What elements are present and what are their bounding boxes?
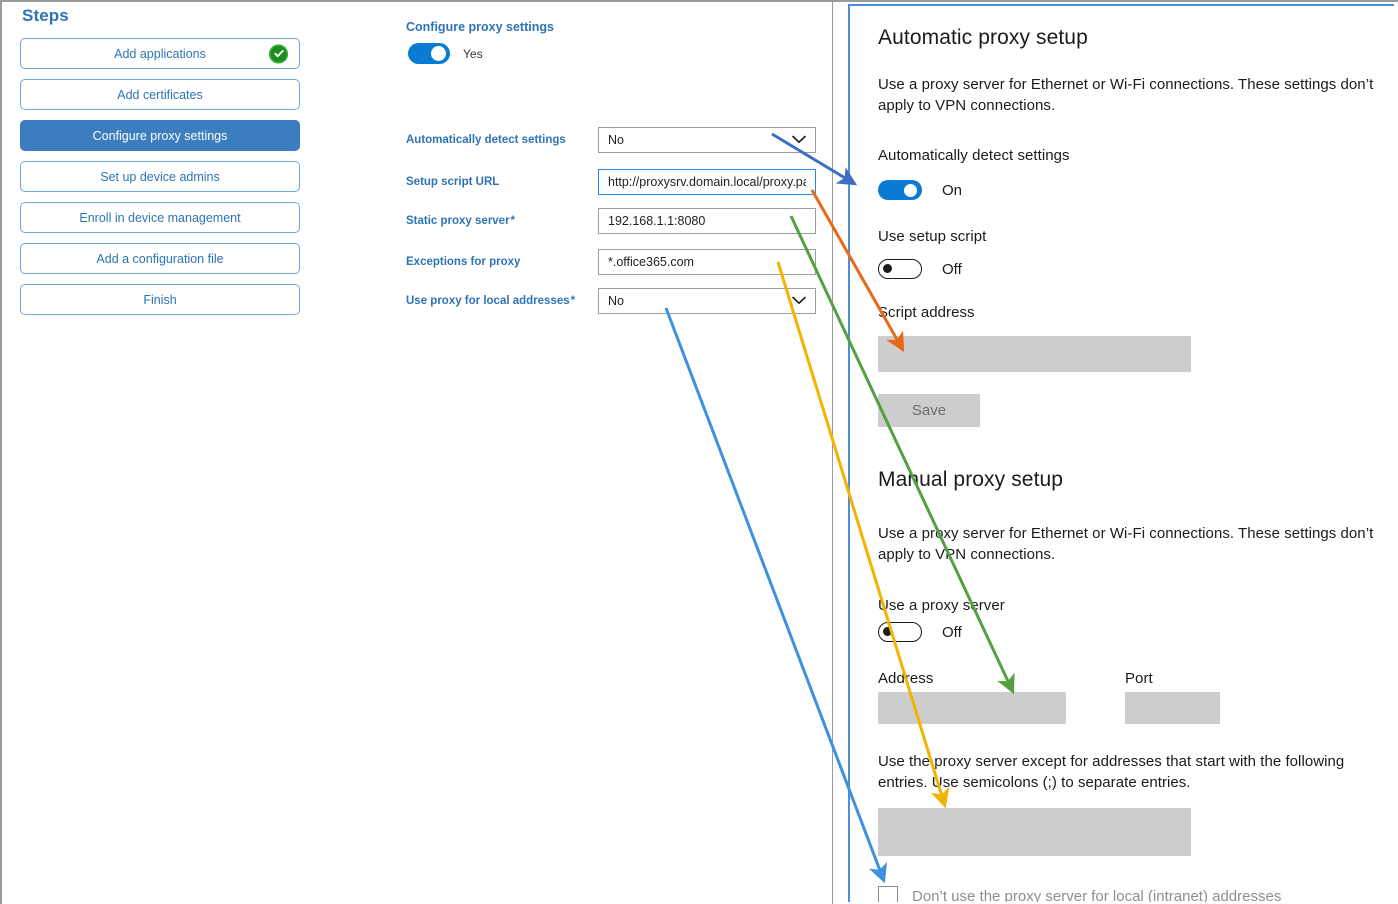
step-item-enroll-in-device-management[interactable]: Enroll in device management [20, 202, 300, 233]
step-label: Configure proxy settings [92, 128, 228, 143]
exceptions-help-text: Use the proxy server except for addresse… [878, 753, 1345, 791]
checkbox-label-bypass-local: Don’t use the proxy server for local (in… [912, 887, 1282, 903]
step-label: Finish [143, 292, 177, 307]
select-value: No [608, 133, 624, 147]
input-value: http://proxysrv.domain.local/proxy.pa [608, 175, 806, 189]
field-row-static-proxy-server: Static proxy server * 192.168.1.1:8080 [406, 208, 816, 234]
field-label: Setup script URL [406, 175, 598, 189]
input-exceptions-for-proxy[interactable]: *.office365.com [598, 249, 816, 275]
automatic-proxy-setup-heading: Automatic proxy setup [878, 26, 1088, 49]
form-heading: Configure proxy settings [406, 20, 554, 34]
field-label-text: Exceptions for proxy [406, 256, 521, 268]
input-port[interactable] [1125, 692, 1220, 724]
chevron-down-icon [792, 294, 806, 308]
toggle-use-a-proxy-server[interactable] [878, 622, 922, 642]
manual-proxy-setup-description: Use a proxy server for Ethernet or Wi-Fi… [878, 525, 1374, 563]
step-item-add-certificates[interactable]: Add certificates [20, 79, 300, 110]
select-automatically-detect-settings[interactable]: No [598, 127, 816, 153]
toggle-value-use-setup-script: Off [942, 260, 962, 278]
step-item-add-a-configuration-file[interactable]: Add a configuration file [20, 243, 300, 274]
input-value: 192.168.1.1:8080 [608, 214, 706, 228]
field-label: Exceptions for proxy [406, 255, 598, 269]
select-use-proxy-for-local-addresses[interactable]: No [598, 288, 816, 314]
step-label: Add certificates [117, 87, 203, 102]
label-automatically-detect-settings: Automatically detect settings [878, 147, 1070, 164]
label-use-setup-script: Use setup script [878, 228, 987, 245]
toggle-row-automatically-detect-settings: On [878, 180, 962, 200]
input-static-proxy-server[interactable]: 192.168.1.1:8080 [598, 208, 816, 234]
checkbox-bypass-local[interactable] [878, 886, 898, 902]
step-label: Enroll in device management [79, 210, 241, 225]
input-value: *.office365.com [608, 255, 694, 269]
label-use-a-proxy-server: Use a proxy server [878, 597, 1005, 614]
step-item-configure-proxy-settings[interactable]: Configure proxy settings [20, 120, 300, 151]
toggle-automatically-detect-settings[interactable] [878, 180, 922, 200]
input-proxy-exceptions[interactable] [878, 808, 1191, 856]
automatic-proxy-setup-description: Use a proxy server for Ethernet or Wi-Fi… [878, 76, 1374, 114]
toggle-value-use-a-proxy-server: Off [942, 623, 962, 641]
field-row-automatically-detect-settings: Automatically detect settings No [406, 127, 816, 153]
step-label: Set up device admins [100, 169, 220, 184]
field-row-setup-script-url: Setup script URL http://proxysrv.domain.… [406, 169, 816, 195]
field-row-use-proxy-for-local-addresses: Use proxy for local addresses * No [406, 288, 816, 314]
label-address: Address [878, 670, 934, 687]
step-item-set-up-device-admins[interactable]: Set up device admins [20, 161, 300, 192]
toggle-value-automatically-detect-settings: On [942, 181, 963, 199]
manual-proxy-setup-heading: Manual proxy setup [878, 468, 1064, 491]
configure-proxy-toggle-row: Yes [408, 43, 483, 64]
input-script-address[interactable] [878, 336, 1191, 372]
document-top-rule [0, 0, 1398, 2]
check-circle-icon [269, 44, 288, 63]
select-value: No [608, 294, 624, 308]
chevron-down-icon [792, 133, 806, 147]
input-address[interactable] [878, 692, 1066, 724]
toggle-row-use-a-proxy-server: Off [878, 622, 962, 642]
step-label: Add applications [114, 46, 206, 61]
toggle-use-setup-script[interactable] [878, 259, 922, 279]
required-asterisk: * [509, 215, 515, 227]
windows-proxy-settings-pane: Automatic proxy setup Use a proxy server… [848, 4, 1394, 902]
vertical-divider [832, 0, 833, 904]
required-asterisk: * [569, 295, 576, 307]
input-setup-script-url[interactable]: http://proxysrv.domain.local/proxy.pa [598, 169, 816, 195]
steps-title: Steps [22, 6, 69, 25]
field-label-text: Use proxy for local addresses [406, 295, 570, 307]
field-label: Use proxy for local addresses * [406, 294, 598, 308]
step-label: Add a configuration file [96, 251, 224, 266]
field-row-exceptions-for-proxy: Exceptions for proxy *.office365.com [406, 249, 816, 275]
field-label-text: Static proxy server [406, 215, 510, 227]
configure-proxy-toggle-value: Yes [463, 46, 483, 61]
document-left-rule [0, 0, 2, 904]
label-script-address: Script address [878, 304, 975, 321]
field-label: Static proxy server * [406, 214, 598, 228]
configure-proxy-toggle[interactable] [408, 43, 450, 64]
checkbox-row-bypass-local[interactable]: Don’t use the proxy server for local (in… [878, 886, 1281, 902]
step-item-add-applications[interactable]: Add applications [20, 38, 300, 69]
steps-panel: Steps Add applications Add certificates … [20, 6, 310, 325]
toggle-row-use-setup-script: Off [878, 259, 962, 279]
field-label-text: Setup script URL [406, 176, 500, 188]
label-port: Port [1125, 670, 1153, 687]
field-label-text: Automatically detect settings [406, 134, 566, 146]
step-item-finish[interactable]: Finish [20, 284, 300, 315]
save-button[interactable]: Save [878, 394, 980, 427]
field-label: Automatically detect settings [406, 133, 598, 147]
